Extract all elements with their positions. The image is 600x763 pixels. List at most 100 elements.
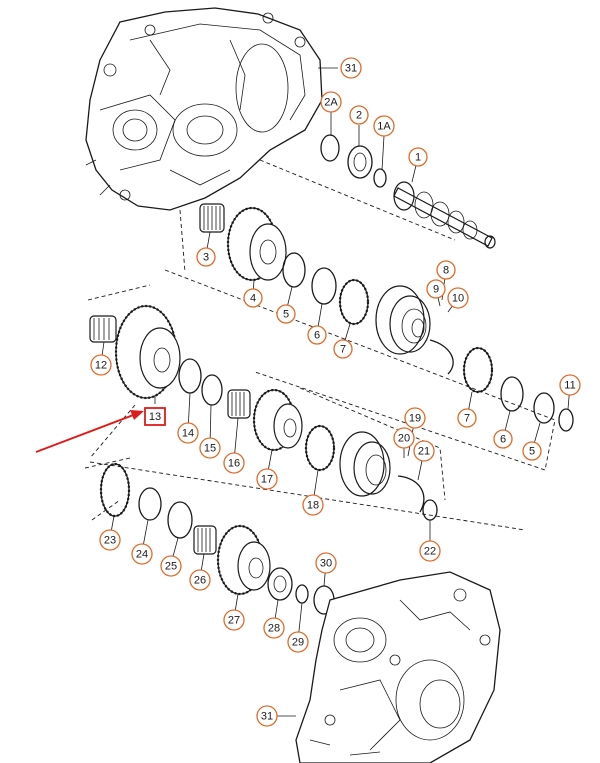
dashed-frame-1	[164, 269, 556, 471]
callout-1A: 1A	[373, 115, 395, 137]
callout-15: 15	[199, 437, 221, 459]
callout-number: 16	[228, 458, 240, 470]
callout-number: 15	[204, 443, 216, 455]
callout-6b: 6	[493, 429, 513, 449]
callout-circle	[90, 354, 112, 376]
callout-5a: 5	[276, 304, 296, 324]
callout-circle	[256, 705, 278, 727]
callout-23: 23	[99, 529, 121, 551]
callout-circle	[199, 437, 221, 459]
callout-circle	[493, 429, 513, 449]
dashed-frame-0b	[179, 209, 186, 273]
ring-14	[178, 358, 202, 394]
callout-1: 1	[408, 147, 428, 167]
callout-26: 26	[189, 569, 211, 591]
callout-3: 3	[196, 247, 216, 267]
callout-number: 2A	[324, 97, 338, 109]
callout-18: 18	[302, 494, 324, 516]
ring-6a	[311, 267, 337, 305]
callout-4: 4	[243, 288, 263, 308]
callout-circle	[426, 279, 446, 299]
callout-8: 8	[436, 260, 456, 280]
callout-number: 7	[464, 413, 470, 425]
callout-14: 14	[177, 422, 199, 444]
callout-circle	[436, 260, 456, 280]
callout-17: 17	[256, 468, 278, 490]
callout-circle	[320, 91, 342, 113]
callout-number: 5	[283, 309, 289, 321]
synchro-ring-7b	[462, 346, 494, 394]
callout-circle	[349, 105, 369, 125]
callout-6a: 6	[307, 325, 327, 345]
callout-number: 31	[261, 711, 273, 723]
snap-ring-10	[429, 339, 454, 375]
callout-circle	[263, 617, 285, 639]
ring-5a	[282, 252, 306, 288]
callout-circle	[404, 407, 426, 429]
callout-number: 23	[104, 535, 116, 547]
callout-number: 3	[203, 252, 209, 264]
callout-11: 11	[559, 374, 581, 396]
dashed-frame-2b	[299, 387, 446, 501]
ring-11	[558, 408, 574, 432]
gear-13	[114, 304, 181, 400]
needle-bearing-3	[199, 203, 225, 233]
callout-9: 9	[426, 279, 446, 299]
synchro-ring-7a	[338, 278, 370, 326]
callout-25: 25	[160, 555, 182, 577]
dashed-frame-0	[259, 159, 456, 241]
callout-labels: 312A21A134567891011121415167651718192021…	[90, 57, 581, 727]
callout-number: 31	[345, 63, 357, 75]
callout-circle	[413, 440, 435, 462]
callout-number: 29	[292, 637, 304, 649]
callout-circle	[160, 555, 182, 577]
callout-circle	[223, 452, 245, 474]
ring-25	[167, 501, 193, 539]
synchro-ring-18	[304, 424, 336, 472]
callout-number: 5	[529, 446, 535, 458]
callout-circle	[447, 287, 469, 309]
ring-28	[267, 567, 293, 601]
callout-number: 2	[356, 110, 362, 122]
callout-number: 17	[261, 474, 273, 486]
callout-7b: 7	[457, 408, 477, 428]
callout-circle	[276, 304, 296, 324]
callout-number: 27	[228, 615, 240, 627]
callout-circle	[189, 569, 211, 591]
callout-number: 6	[500, 434, 506, 446]
ring-29	[295, 584, 309, 604]
callout-12: 12	[90, 354, 112, 376]
callout-number: 19	[409, 413, 421, 425]
callout-circle	[333, 339, 353, 359]
callout-circle	[99, 529, 121, 551]
callout-28: 28	[263, 617, 285, 639]
callout-16: 16	[223, 452, 245, 474]
callout-circle	[393, 427, 415, 449]
callout-circle	[419, 540, 441, 562]
upper-housing	[85, 7, 323, 211]
callout-circle	[307, 325, 327, 345]
callout-number: 30	[320, 558, 332, 570]
callout-number: 28	[268, 623, 280, 635]
callout-circle	[196, 247, 216, 267]
callout-circle	[131, 543, 153, 565]
callout-number: 9	[433, 284, 439, 296]
callout-circle	[223, 609, 245, 631]
synchro-hub-top	[375, 285, 431, 355]
callout-number: 4	[250, 293, 256, 305]
highlight-label-text: 13	[149, 411, 161, 423]
callout-30: 30	[315, 552, 337, 574]
callout-circle	[315, 552, 337, 574]
callout-number: 22	[424, 546, 436, 558]
callout-number: 8	[443, 265, 449, 277]
ring-5b	[533, 392, 555, 424]
callout-circle	[522, 441, 542, 461]
callout-circle	[177, 422, 199, 444]
callout-number: 6	[314, 330, 320, 342]
callout-number: 25	[165, 561, 177, 573]
callout-number: 18	[307, 500, 319, 512]
ring-28-inner	[273, 575, 287, 593]
needle-bearing-12	[89, 315, 117, 343]
